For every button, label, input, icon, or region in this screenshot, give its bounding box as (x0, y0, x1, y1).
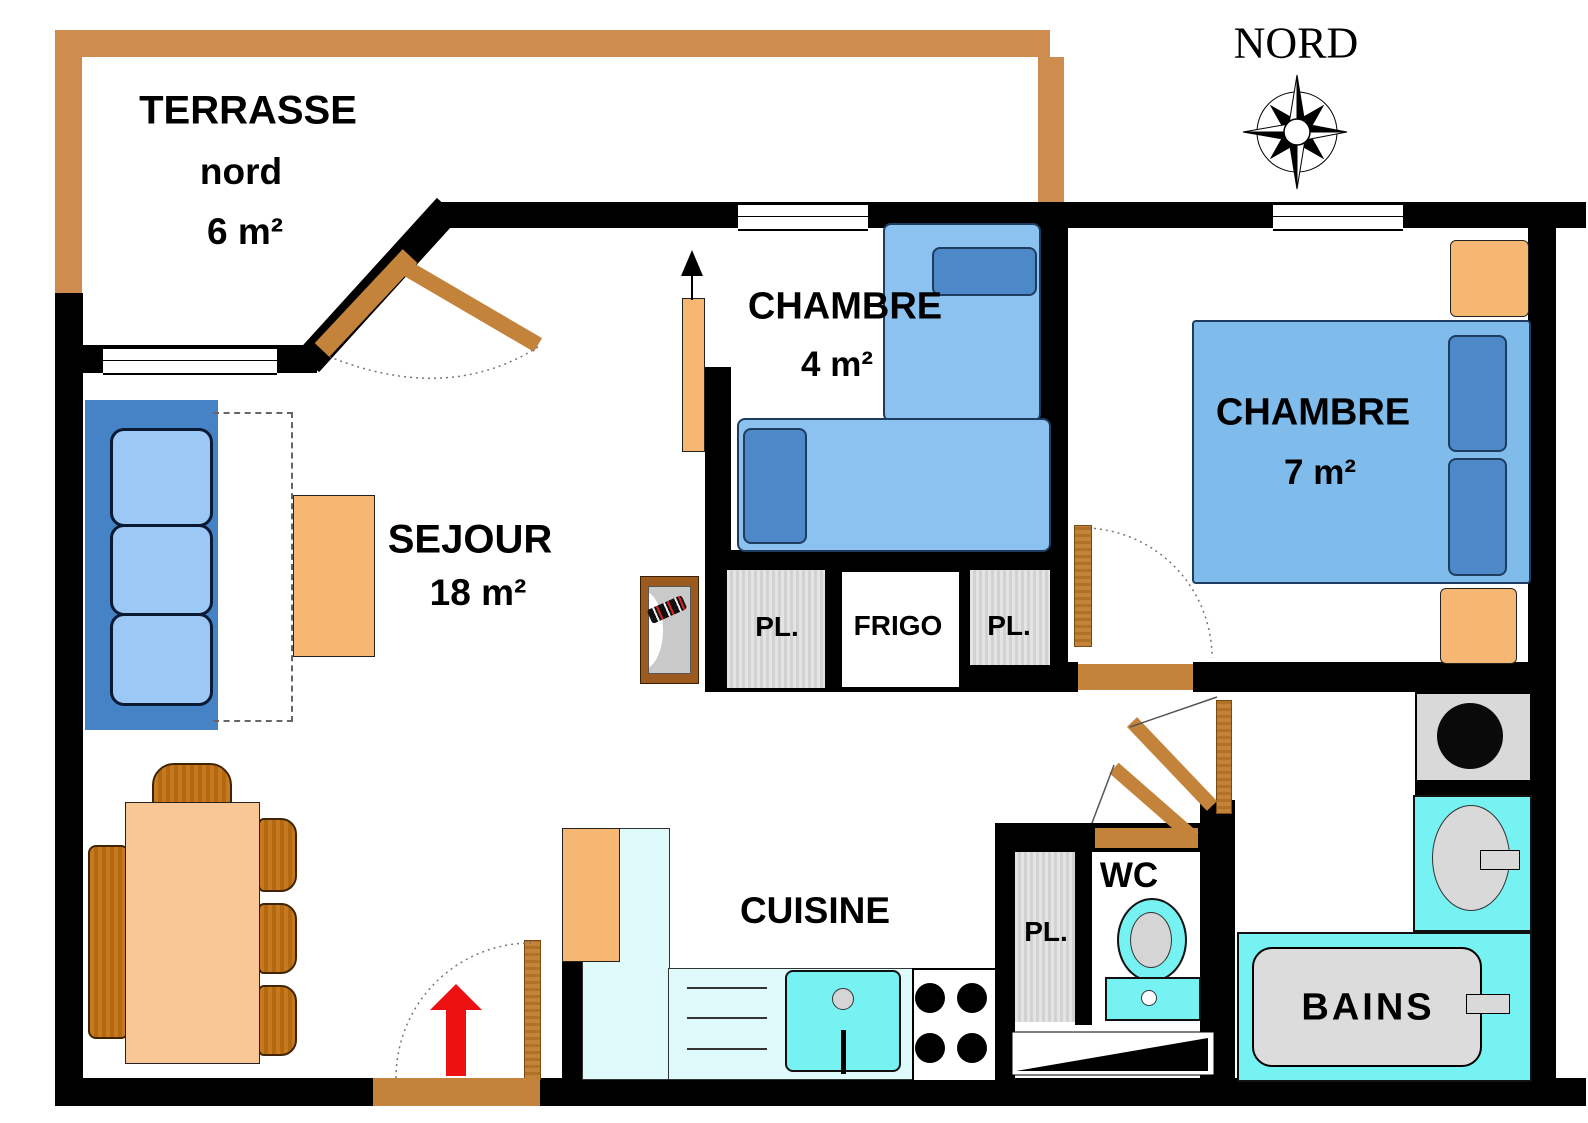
wall-bath-top (1193, 662, 1530, 692)
wc-slope-triangle (1016, 1038, 1208, 1071)
terrace-edge-top (55, 30, 1050, 57)
fridge-box (840, 570, 961, 689)
door-frame-bath (1216, 700, 1232, 814)
bathtub-faucet (1466, 994, 1510, 1014)
nightstand (1440, 588, 1517, 664)
window-sejour (103, 347, 277, 375)
toilet-flush-button (1141, 990, 1157, 1006)
window-glass-line (103, 360, 277, 362)
window-chambre7 (1273, 203, 1403, 231)
wall-wc-divider (1075, 852, 1092, 1025)
entrance-arrow-shaft (446, 1008, 466, 1076)
sofa-cushion (110, 524, 213, 616)
stove-burner (957, 983, 987, 1013)
door-leaf-entrance (524, 940, 541, 1080)
wall-kitchen-stub (562, 960, 582, 1078)
coffee-table (293, 495, 375, 657)
door-swing-arc-terrace (329, 346, 539, 379)
dining-chair (258, 903, 297, 974)
label-chambre4-area: 4 m² (801, 345, 873, 384)
compass-rose-icon (1242, 74, 1348, 190)
label-chambre7: CHAMBRE (1215, 391, 1411, 434)
label-placard-1: PL. (755, 611, 799, 642)
stove-burner (957, 1033, 987, 1063)
window-glass-line (1273, 216, 1403, 218)
label-terrasse-area: 6 m² (206, 211, 284, 252)
label-terrasse: TERRASSE (139, 88, 357, 133)
label-chambre7-area: 7 m² (1284, 453, 1356, 492)
door-threshold-entrance (373, 1078, 540, 1106)
wc-slope-box (1011, 1031, 1215, 1076)
wall-left (55, 293, 83, 1106)
label-wc: WC (1099, 856, 1159, 895)
wall-bottom-left (55, 1078, 373, 1106)
bed-pillow (1448, 458, 1507, 576)
sofa-bed-outline (213, 412, 293, 722)
dining-table (125, 802, 260, 1064)
sink-faucet (841, 1030, 846, 1074)
dining-chair (258, 985, 297, 1056)
drawer-line (687, 987, 767, 989)
label-sejour-area: 18 m² (429, 572, 527, 613)
door-leaf-bifold (1126, 717, 1218, 811)
window-glass-line (738, 216, 868, 218)
bed-pillow (1448, 335, 1507, 452)
washing-machine-drum (1437, 703, 1503, 769)
door-fold-guide (1129, 696, 1218, 728)
label-nord: NORD (1233, 18, 1359, 68)
bed-pillow (932, 247, 1037, 296)
window-chambre4 (738, 203, 868, 231)
bed-pillow (743, 428, 807, 544)
door-threshold-wc (1095, 828, 1198, 848)
label-placard-3: PL. (1024, 916, 1068, 947)
sink-drain (832, 988, 854, 1010)
toilet-bowl-inner (1130, 912, 1172, 968)
sofa-cushion (110, 613, 213, 706)
toilet-bowl (1117, 898, 1187, 982)
label-bains: BAINS (1301, 986, 1435, 1029)
door-leaf-terrace-open (391, 255, 543, 352)
drawer-line (687, 1017, 767, 1019)
wall-wc-left (995, 852, 1015, 1078)
door-leaf-terrace-closed (314, 249, 418, 357)
dining-bench (88, 845, 129, 1039)
terrace-edge-right (1038, 57, 1064, 203)
label-frigo: FRIGO (853, 610, 943, 641)
drawer-line (687, 1048, 767, 1050)
terrace-edge-left (55, 30, 82, 295)
door-leaf-chambre4 (682, 298, 705, 452)
washbasin-faucet (1480, 850, 1520, 870)
door-threshold-chambre7 (1078, 664, 1193, 690)
wall-bottom-right (540, 1078, 1586, 1106)
wall-right (1528, 202, 1556, 1106)
stove-burner (915, 1033, 945, 1063)
entrance-arrow-head (430, 984, 482, 1010)
wall-laundry-divider (1415, 778, 1528, 795)
sofa-cushion (110, 428, 213, 527)
label-placard-2: PL. (987, 610, 1031, 641)
wall-diagonal (296, 197, 460, 373)
closet-wc (1015, 852, 1075, 1022)
label-cuisine: CUISINE (739, 890, 891, 931)
door-leaf-chambre7 (1074, 525, 1092, 647)
door-arrow-head (681, 250, 703, 276)
label-terrasse-orientation: nord (199, 151, 283, 192)
closet-hall-2 (970, 570, 1050, 665)
stove-burner (915, 983, 945, 1013)
door-fold-guide (1091, 764, 1115, 824)
closet-hall-1 (727, 570, 825, 688)
kitchen-appliance (562, 828, 620, 962)
nightstand (1450, 240, 1529, 317)
wall-hall-stub (1040, 662, 1078, 692)
dining-chair (258, 818, 297, 892)
label-sejour: SEJOUR (387, 517, 553, 562)
label-chambre4: CHAMBRE (747, 285, 943, 328)
